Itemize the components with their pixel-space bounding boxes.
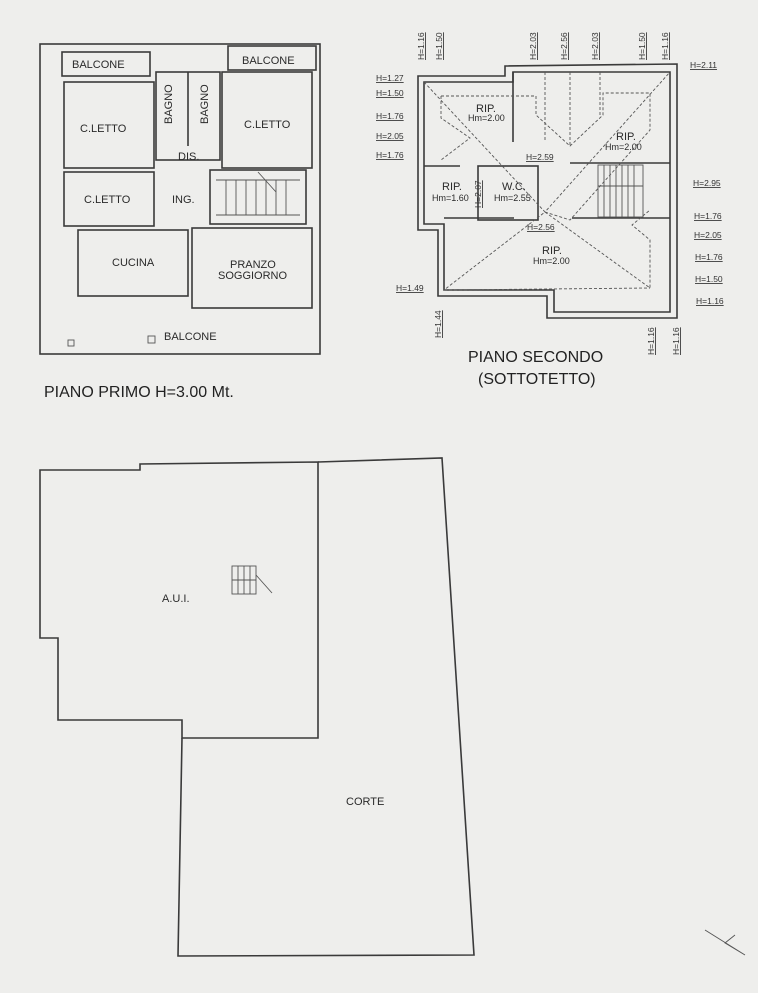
height-label: H=2.03 [528,32,538,60]
height-label: H=1.50 [376,88,404,98]
height-label: H=2.59 [526,152,554,162]
room-balcone-right: BALCONE [242,55,295,67]
room-c-letto-3: C.LETTO [84,194,131,206]
room-rip-1: RIP. [476,103,496,115]
room-rip-3: RIP. [442,181,462,193]
room-rip-3-height: Hm=1.60 [432,193,469,203]
height-label: H=2.56 [559,32,569,60]
height-label: H=1.49 [396,283,424,293]
height-label: H=2.56 [527,222,555,232]
room-rip-1-height: Hm=2.00 [468,113,505,123]
room-bagno-2: BAGNO [199,84,211,124]
room-soggiorno: SOGGIORNO [218,270,288,282]
piano-secondo-title: PIANO SECONDO [468,349,603,366]
piano-terra-plan: A.U.I. CORTE [39,457,475,957]
room-aui: A.U.I. [162,593,190,605]
room-balcone-bottom: BALCONE [164,331,217,343]
room-wc: W.C. [502,181,526,193]
height-label: H=2.11 [690,60,717,70]
room-rip-4-height: Hm=2.00 [533,256,570,266]
room-pranzo: PRANZO [230,259,276,271]
height-label: H=2.05 [376,131,404,141]
height-label: H=2.07 [473,180,483,208]
height-label: H=1.50 [637,32,647,60]
height-label: H=1.44 [433,310,443,338]
piano-secondo-subtitle: (SOTTOTETTO) [478,371,596,388]
room-corte: CORTE [346,796,384,808]
heights-right: H=2.11 H=2.95 H=1.76 H=2.05 H=1.76 H=1.5… [690,60,724,306]
height-label: H=2.95 [693,178,721,188]
piano-primo-plan: BALCONE BALCONE BALCONE BAGNO BAGNO C.LE… [39,43,321,401]
height-label: H=1.76 [376,111,404,121]
room-rip-2-height: Hm=2.00 [605,142,642,152]
piano-primo-title: PIANO PRIMO H=3.00 Mt. [44,384,234,401]
room-dis: DIS. [178,151,199,163]
height-label: H=1.16 [646,327,656,355]
height-label: H=1.76 [694,211,722,221]
height-label: H=1.16 [660,32,670,60]
height-label: H=1.50 [695,274,723,284]
height-label: H=1.76 [376,150,404,160]
heights-left: H=1.27 H=1.50 H=1.76 H=2.05 H=1.76 [376,73,404,160]
north-arrow-icon [704,929,746,956]
height-label: H=1.27 [376,73,404,83]
height-label: H=2.05 [694,230,722,240]
room-ing: ING. [172,194,195,206]
room-wc-height: Hm=2.55 [494,193,531,203]
room-balcone-left: BALCONE [72,59,125,71]
height-label: H=1.16 [416,32,426,60]
room-cucina: CUCINA [112,257,155,269]
height-label: H=2.03 [590,32,600,60]
piano-secondo-plan: RIP. Hm=2.00 RIP. Hm=2.00 RIP. Hm=1.60 W… [376,32,724,388]
room-c-letto-2: C.LETTO [244,119,291,131]
height-label: H=1.76 [695,252,723,262]
heights-top: H=1.16 H=1.50 H=2.03 H=2.56 H=2.03 H=1.5… [416,32,670,60]
room-rip-2: RIP. [616,131,636,143]
height-label: H=1.16 [671,327,681,355]
room-c-letto-1: C.LETTO [80,123,127,135]
height-label: H=1.50 [434,32,444,60]
height-label: H=1.16 [696,296,724,306]
room-rip-4: RIP. [542,245,562,257]
room-bagno-1: BAGNO [163,84,175,124]
